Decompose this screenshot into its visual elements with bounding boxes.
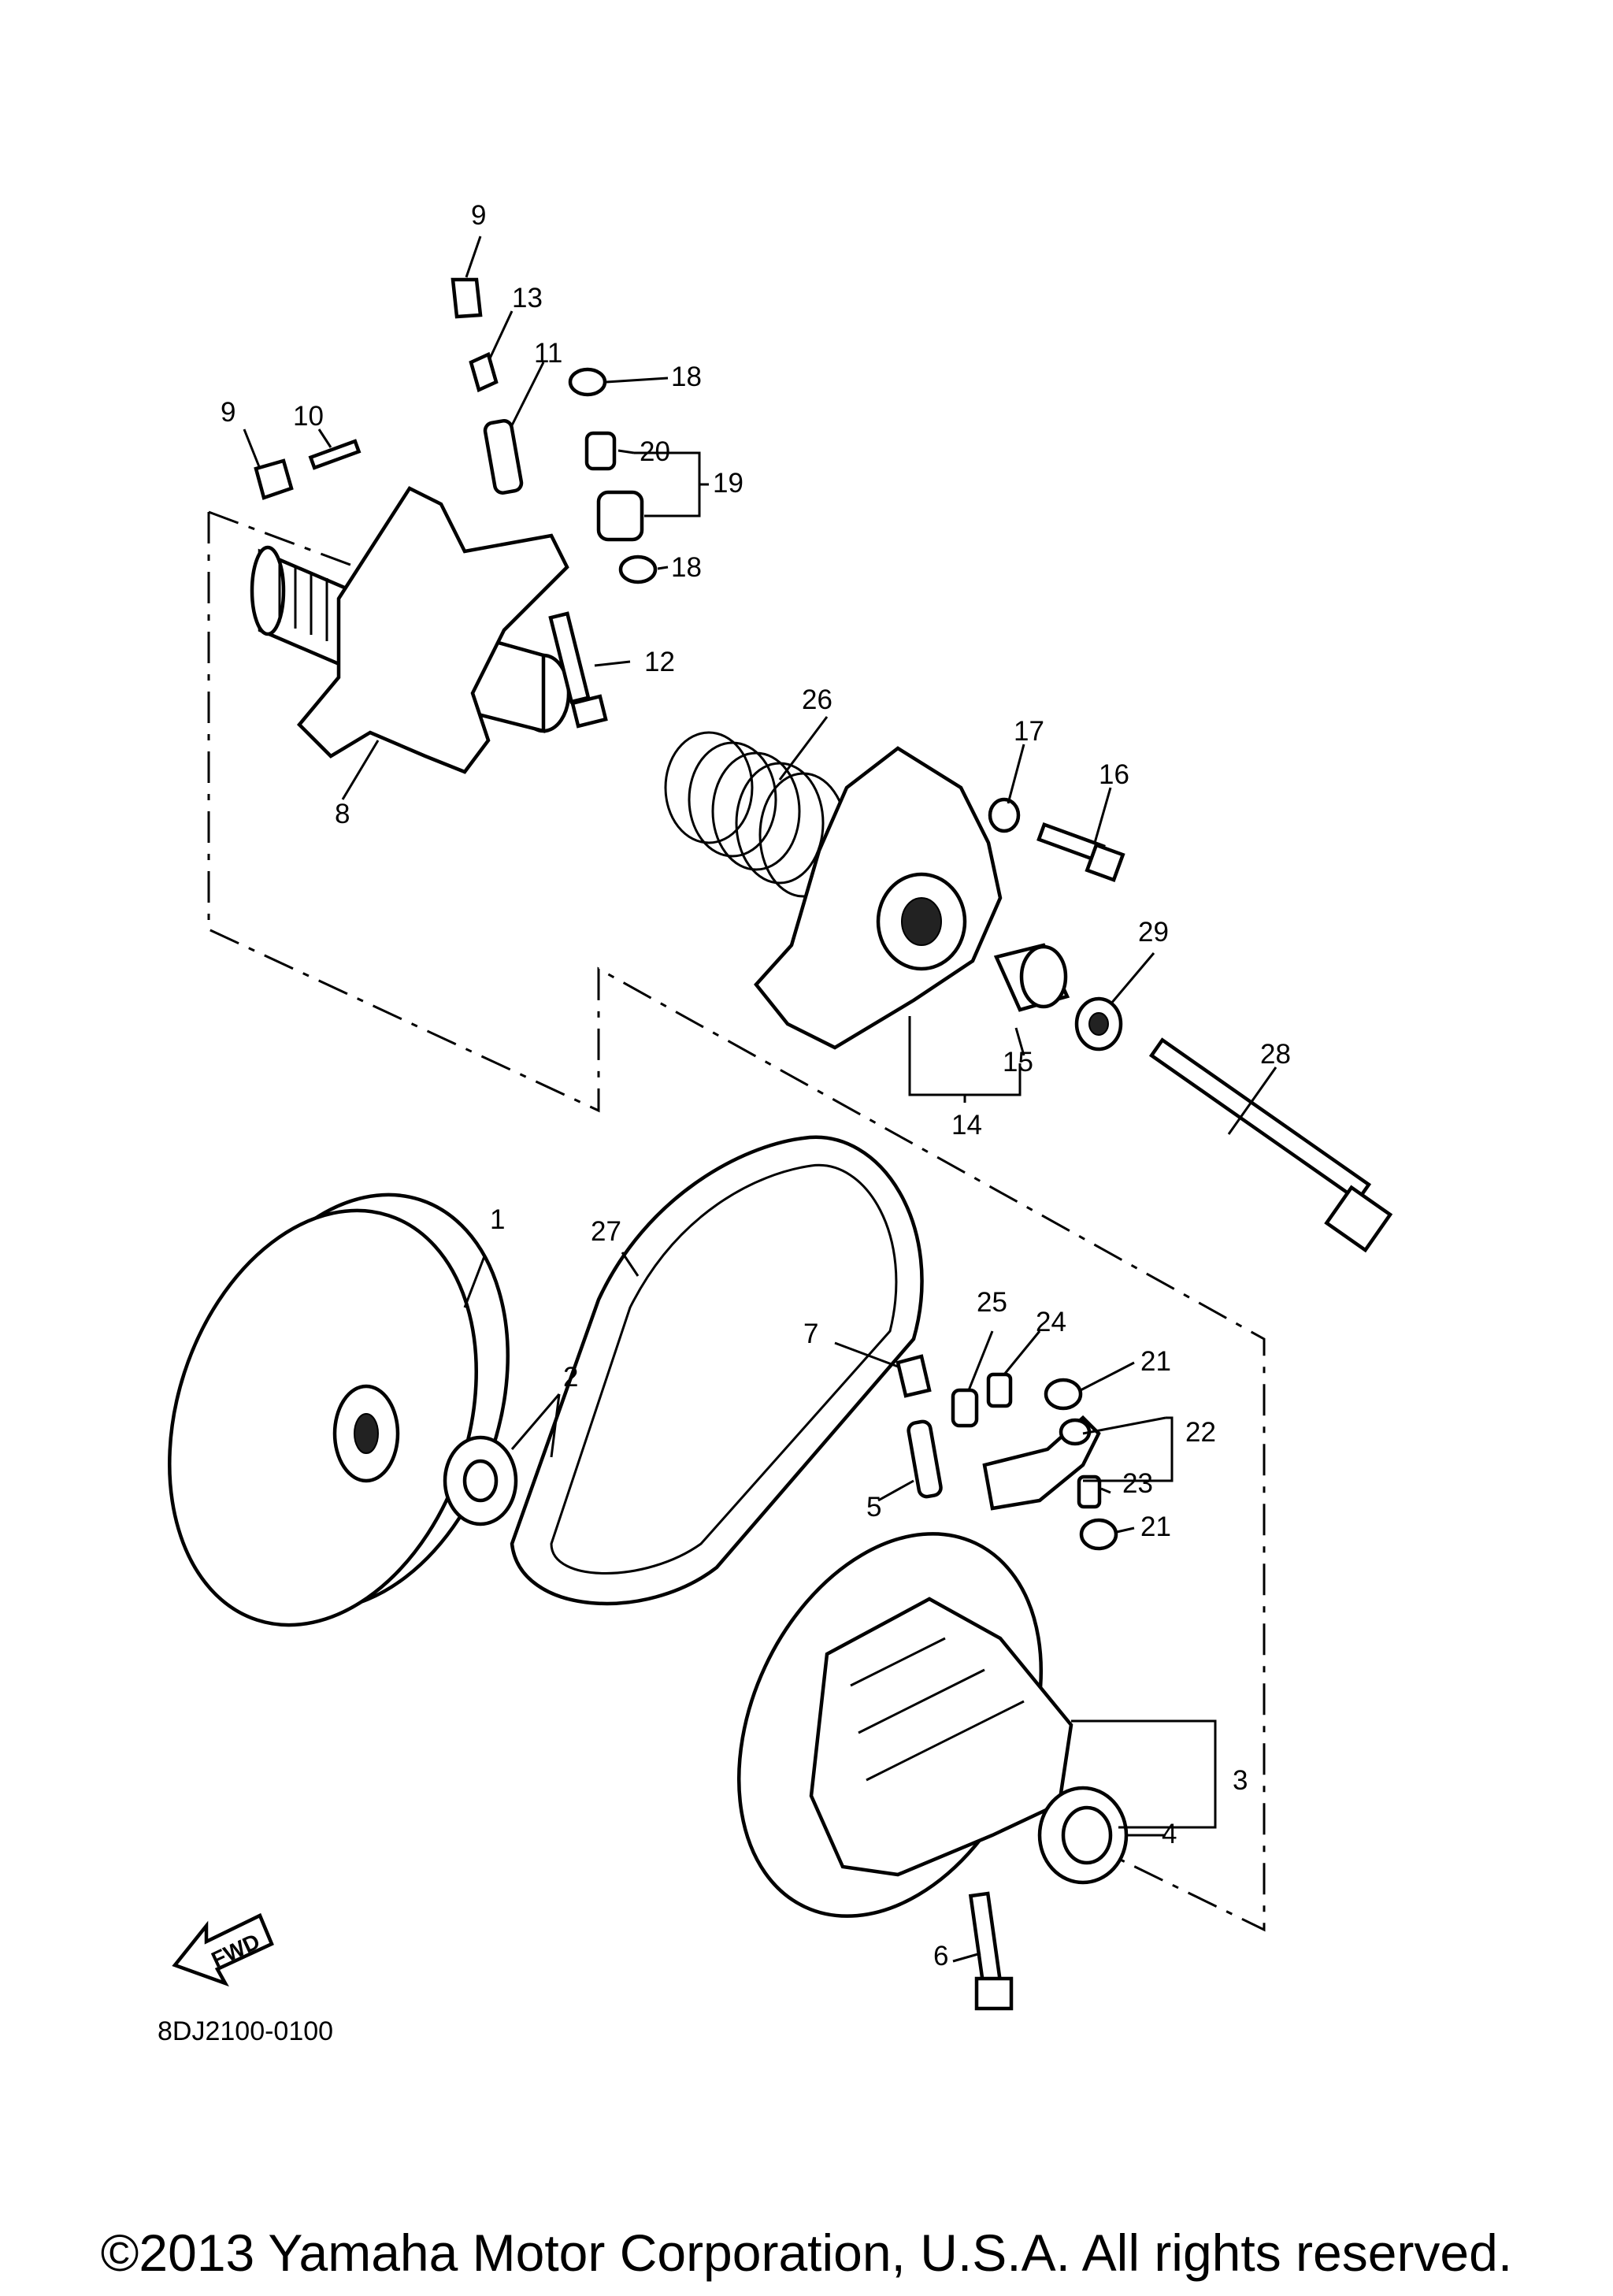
washer-21-lower bbox=[1079, 1518, 1118, 1551]
part-label-11: 11 bbox=[534, 338, 562, 369]
copyright-notice: ©2013 Yamaha Motor Corporation, U.S.A. A… bbox=[100, 2224, 1513, 2282]
part-label-8: 8 bbox=[335, 799, 350, 829]
bolt-16 bbox=[1036, 822, 1125, 883]
fwd-arrow-icon: FWD bbox=[172, 1912, 274, 1987]
part-label-29: 29 bbox=[1138, 917, 1169, 948]
pin-23 bbox=[1077, 1474, 1102, 1509]
spider-hub-part bbox=[250, 486, 571, 774]
bolt-12 bbox=[548, 611, 608, 729]
bushing-20 bbox=[584, 431, 617, 471]
part-label-1: 1 bbox=[490, 1204, 505, 1235]
movable-sheave-3 bbox=[736, 1532, 1073, 1918]
washer-21-upper bbox=[1044, 1378, 1083, 1411]
part-label-14: 14 bbox=[951, 1110, 982, 1141]
part-label-10: 10 bbox=[293, 401, 324, 432]
part-label-9-2: 9 bbox=[221, 397, 235, 428]
washer-17 bbox=[988, 797, 1021, 833]
part-label-7: 7 bbox=[803, 1319, 818, 1349]
nut-13 bbox=[469, 351, 499, 393]
belt-27 bbox=[510, 1135, 924, 1606]
part-label-6: 6 bbox=[933, 1941, 948, 1971]
part-label-17: 17 bbox=[1014, 716, 1044, 747]
part-label-26: 26 bbox=[802, 684, 832, 715]
part-label-3: 3 bbox=[1233, 1765, 1248, 1796]
sheave-1 bbox=[168, 1193, 510, 1627]
diagram-code: 8DJ2100-0100 bbox=[158, 2016, 333, 2046]
part-label-21-2: 21 bbox=[1140, 1512, 1171, 1542]
pin-11 bbox=[483, 419, 524, 495]
part-label-22: 22 bbox=[1185, 1417, 1216, 1448]
part-label-20: 20 bbox=[640, 436, 670, 467]
bushing-19 bbox=[596, 490, 644, 542]
roller-9-left bbox=[254, 458, 294, 500]
washer-18-lower bbox=[618, 555, 658, 584]
washer-29 bbox=[1074, 996, 1123, 1052]
bushing-15 bbox=[993, 943, 1070, 1012]
nut-7 bbox=[895, 1354, 932, 1398]
pin-5 bbox=[907, 1419, 943, 1499]
cover-14 bbox=[754, 746, 1003, 1050]
part-label-15: 15 bbox=[1003, 1047, 1033, 1078]
part-label-24: 24 bbox=[1036, 1307, 1066, 1337]
pin-25 bbox=[951, 1388, 979, 1428]
leader-lines bbox=[243, 236, 1277, 1963]
part-label-21: 21 bbox=[1140, 1346, 1171, 1377]
spring-26 bbox=[664, 731, 848, 898]
bushing-2 bbox=[443, 1435, 518, 1526]
part-label-2: 2 bbox=[563, 1362, 578, 1393]
bushing-4 bbox=[1037, 1786, 1129, 1885]
roller-9-upper bbox=[451, 277, 483, 319]
part-label-23: 23 bbox=[1122, 1468, 1153, 1499]
assembly-outline bbox=[207, 512, 1266, 1932]
bolt-6 bbox=[968, 1891, 1014, 2011]
part-label-16: 16 bbox=[1099, 759, 1129, 790]
part-label-12: 12 bbox=[644, 647, 675, 677]
part-label-18: 18 bbox=[671, 362, 702, 392]
part-label-13: 13 bbox=[512, 283, 543, 313]
part-label-18-2: 18 bbox=[671, 552, 702, 583]
part-label-4: 4 bbox=[1162, 1819, 1177, 1849]
pin-24 bbox=[986, 1372, 1013, 1408]
part-label-19: 19 bbox=[713, 468, 743, 499]
part-label-9: 9 bbox=[471, 200, 486, 231]
bolt-28 bbox=[1148, 1037, 1393, 1253]
part-label-25: 25 bbox=[977, 1287, 1007, 1318]
pin-10 bbox=[308, 439, 362, 470]
part-label-27: 27 bbox=[591, 1216, 621, 1247]
part-label-28: 28 bbox=[1260, 1039, 1291, 1070]
part-label-5: 5 bbox=[866, 1492, 881, 1523]
washer-18-upper bbox=[568, 367, 607, 397]
